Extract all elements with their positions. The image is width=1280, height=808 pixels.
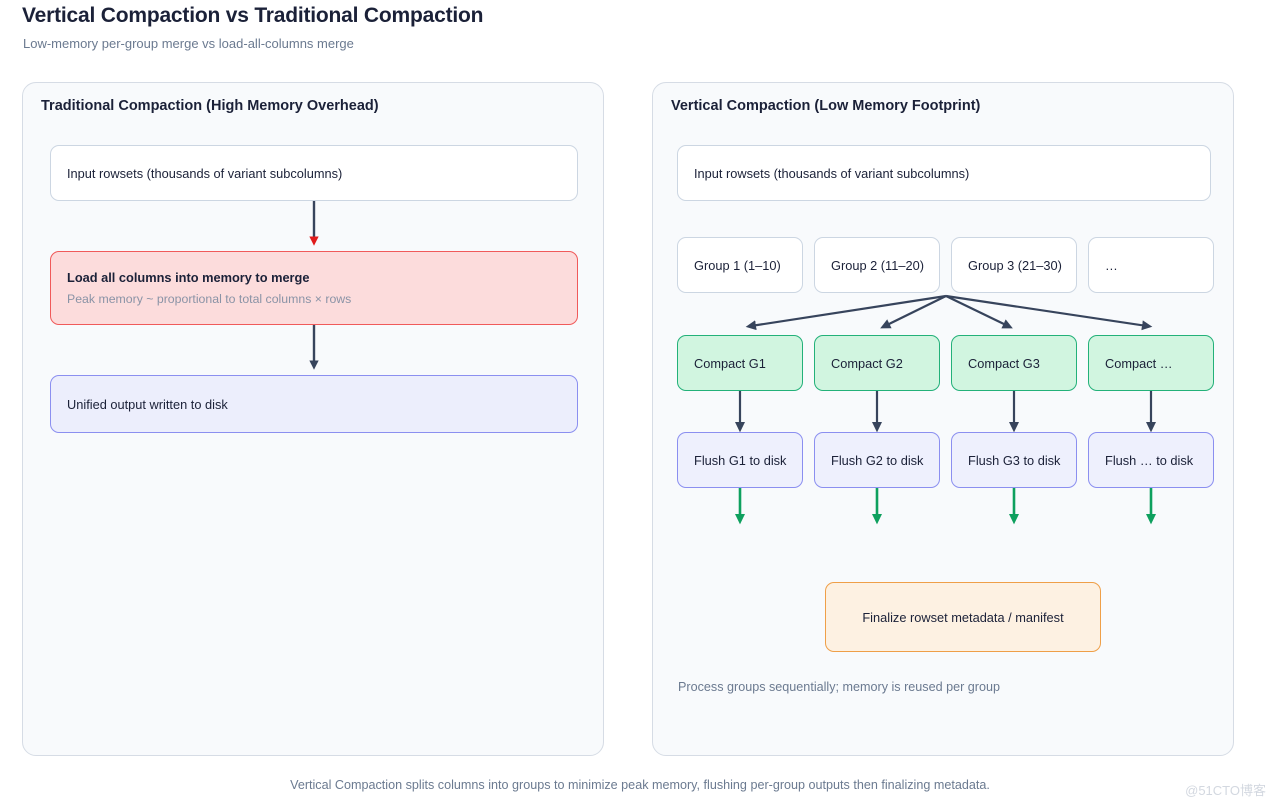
node-label: … <box>1105 257 1118 273</box>
node-label: Load all columns into memory to merge <box>67 270 310 285</box>
panel-right-note: Process groups sequentially; memory is r… <box>678 680 1000 694</box>
fanout-arrows <box>745 294 1153 331</box>
node-label: Input rowsets (thousands of variant subc… <box>694 165 970 181</box>
node-compact-g1[interactable]: Compact G1 <box>677 335 803 391</box>
node-label: Compact … <box>1105 355 1173 371</box>
panel-right-title: Vertical Compaction (Low Memory Footprin… <box>671 98 981 114</box>
node-label: Flush … to disk <box>1105 452 1194 468</box>
node-flush-g2[interactable]: Flush G2 to disk <box>814 432 940 488</box>
node-group-more[interactable]: … <box>1088 237 1214 293</box>
node-unified-output[interactable]: Unified output written to disk <box>50 375 578 433</box>
node-flush-more[interactable]: Flush … to disk <box>1088 432 1214 488</box>
node-flush-g3[interactable]: Flush G3 to disk <box>951 432 1077 488</box>
node-input-rowsets-left[interactable]: Input rowsets (thousands of variant subc… <box>50 145 578 201</box>
node-group-3[interactable]: Group 3 (21–30) <box>951 237 1077 293</box>
node-group-2[interactable]: Group 2 (11–20) <box>814 237 940 293</box>
node-label: Flush G3 to disk <box>968 452 1061 468</box>
node-input-rowsets-right[interactable]: Input rowsets (thousands of variant subc… <box>677 145 1211 201</box>
node-sublabel: Peak memory ~ proportional to total colu… <box>67 292 352 306</box>
node-label: Input rowsets (thousands of variant subc… <box>67 165 343 181</box>
node-label: Finalize rowset metadata / manifest <box>862 609 1064 625</box>
node-flush-g1[interactable]: Flush G1 to disk <box>677 432 803 488</box>
panel-left-title: Traditional Compaction (High Memory Over… <box>41 98 379 114</box>
panel-vertical-compaction: Vertical Compaction (Low Memory Footprin… <box>652 82 1234 756</box>
node-label: Unified output written to disk <box>67 396 228 412</box>
page-title: Vertical Compaction vs Traditional Compa… <box>22 4 484 27</box>
compact-to-flush-arrows <box>735 391 1156 433</box>
node-label: Group 3 (21–30) <box>968 257 1062 273</box>
node-label: Compact G2 <box>831 355 903 371</box>
watermark: @51CTO博客 <box>1185 783 1266 798</box>
node-compact-g3[interactable]: Compact G3 <box>951 335 1077 391</box>
diagram-caption: Vertical Compaction splits columns into … <box>290 778 990 792</box>
page-subtitle: Low-memory per-group merge vs load-all-c… <box>23 36 354 51</box>
flush-output-arrows <box>735 488 1156 525</box>
node-label: Flush G2 to disk <box>831 452 924 468</box>
node-label: Compact G1 <box>694 355 766 371</box>
node-load-all-columns[interactable]: Load all columns into memory to merge Pe… <box>50 251 578 325</box>
node-compact-more[interactable]: Compact … <box>1088 335 1214 391</box>
node-compact-g2[interactable]: Compact G2 <box>814 335 940 391</box>
panel-traditional-compaction: Traditional Compaction (High Memory Over… <box>22 82 604 756</box>
node-group-1[interactable]: Group 1 (1–10) <box>677 237 803 293</box>
node-label: Compact G3 <box>968 355 1040 371</box>
node-finalize-metadata[interactable]: Finalize rowset metadata / manifest <box>825 582 1101 652</box>
node-label: Group 2 (11–20) <box>831 257 924 273</box>
node-label: Group 1 (1–10) <box>694 257 781 273</box>
node-label: Flush G1 to disk <box>694 452 787 468</box>
